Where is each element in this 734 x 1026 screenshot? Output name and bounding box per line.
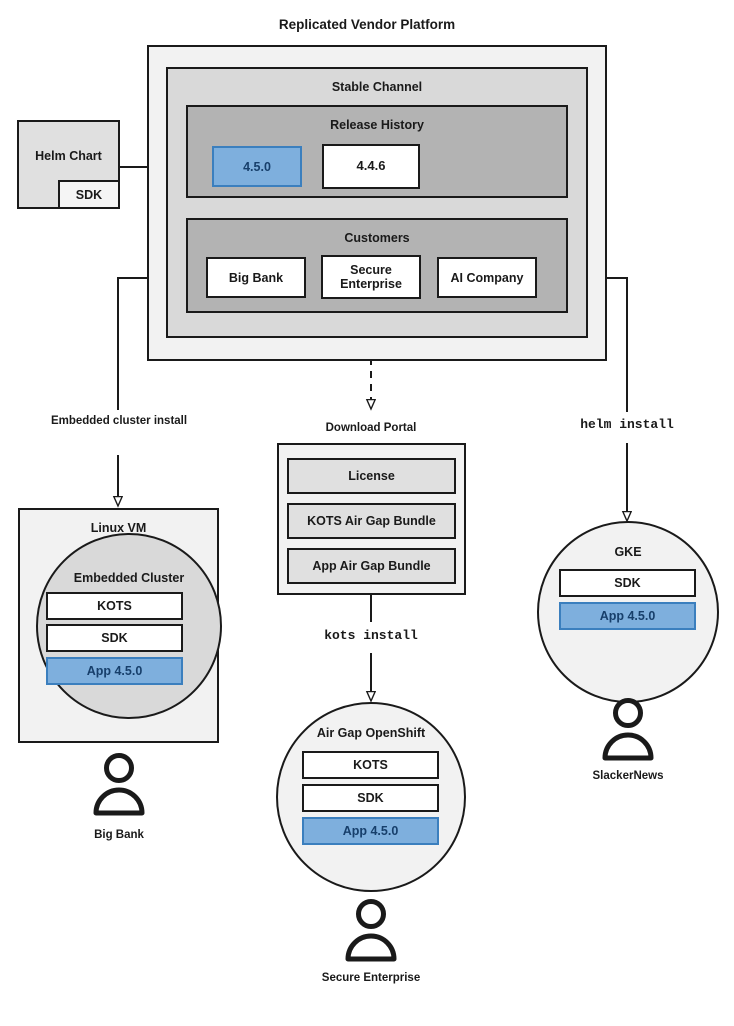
helm-chart-sdk-box[interactable]: SDK (58, 180, 120, 209)
embedded-cluster-title: Embedded Cluster (73, 571, 185, 585)
openshift-component-kots[interactable]: KOTS (302, 751, 439, 779)
release-chip-4-4-6[interactable]: 4.4.6 (322, 144, 420, 189)
user-label-secure-enterprise: Secure Enterprise (321, 972, 421, 984)
user-label-big-bank: Big Bank (94, 829, 144, 841)
person-icon (602, 698, 654, 761)
openshift-component-sdk[interactable]: SDK (302, 784, 439, 812)
customer-big-bank[interactable]: Big Bank (206, 257, 306, 298)
label-helm-install: helm install (580, 417, 674, 432)
person-icon (345, 899, 397, 962)
download-portal-title: Download Portal (325, 422, 417, 434)
linux-vm-component-sdk[interactable]: SDK (46, 624, 183, 652)
air-gap-openshift-title: Air Gap OpenShift (316, 726, 426, 740)
page-title: Replicated Vendor Platform (278, 17, 456, 32)
linux-vm-component-app[interactable]: App 4.5.0 (46, 657, 183, 685)
user-icon-slackernews (598, 698, 658, 762)
linux-vm-component-kots[interactable]: KOTS (46, 592, 183, 620)
person-icon (93, 753, 145, 816)
customer-ai-company[interactable]: AI Company (437, 257, 537, 298)
helm-chart-label: Helm Chart (35, 149, 102, 163)
openshift-component-app[interactable]: App 4.5.0 (302, 817, 439, 845)
customer-secure-enterprise[interactable]: Secure Enterprise (321, 255, 421, 299)
user-label-slackernews: SlackerNews (592, 770, 664, 782)
portal-artifact-license[interactable]: License (287, 458, 456, 494)
gke-component-app[interactable]: App 4.5.0 (559, 602, 696, 630)
label-kots-install: kots install (324, 628, 418, 643)
linux-vm-title: Linux VM (90, 521, 147, 535)
portal-artifact-app-air-gap-bundle[interactable]: App Air Gap Bundle (287, 548, 456, 584)
label-embedded-cluster-install: Embedded cluster install (50, 415, 188, 427)
user-icon-big-bank (89, 753, 149, 817)
stable-channel-title: Stable Channel (331, 80, 423, 94)
customers-title: Customers (344, 231, 410, 245)
release-history-title: Release History (330, 118, 424, 132)
gke-component-sdk[interactable]: SDK (559, 569, 696, 597)
portal-artifact-kots-air-gap-bundle[interactable]: KOTS Air Gap Bundle (287, 503, 456, 539)
release-chip-4-5-0[interactable]: 4.5.0 (212, 146, 302, 187)
user-icon-secure-enterprise (341, 899, 401, 963)
gke-title: GKE (614, 545, 642, 559)
